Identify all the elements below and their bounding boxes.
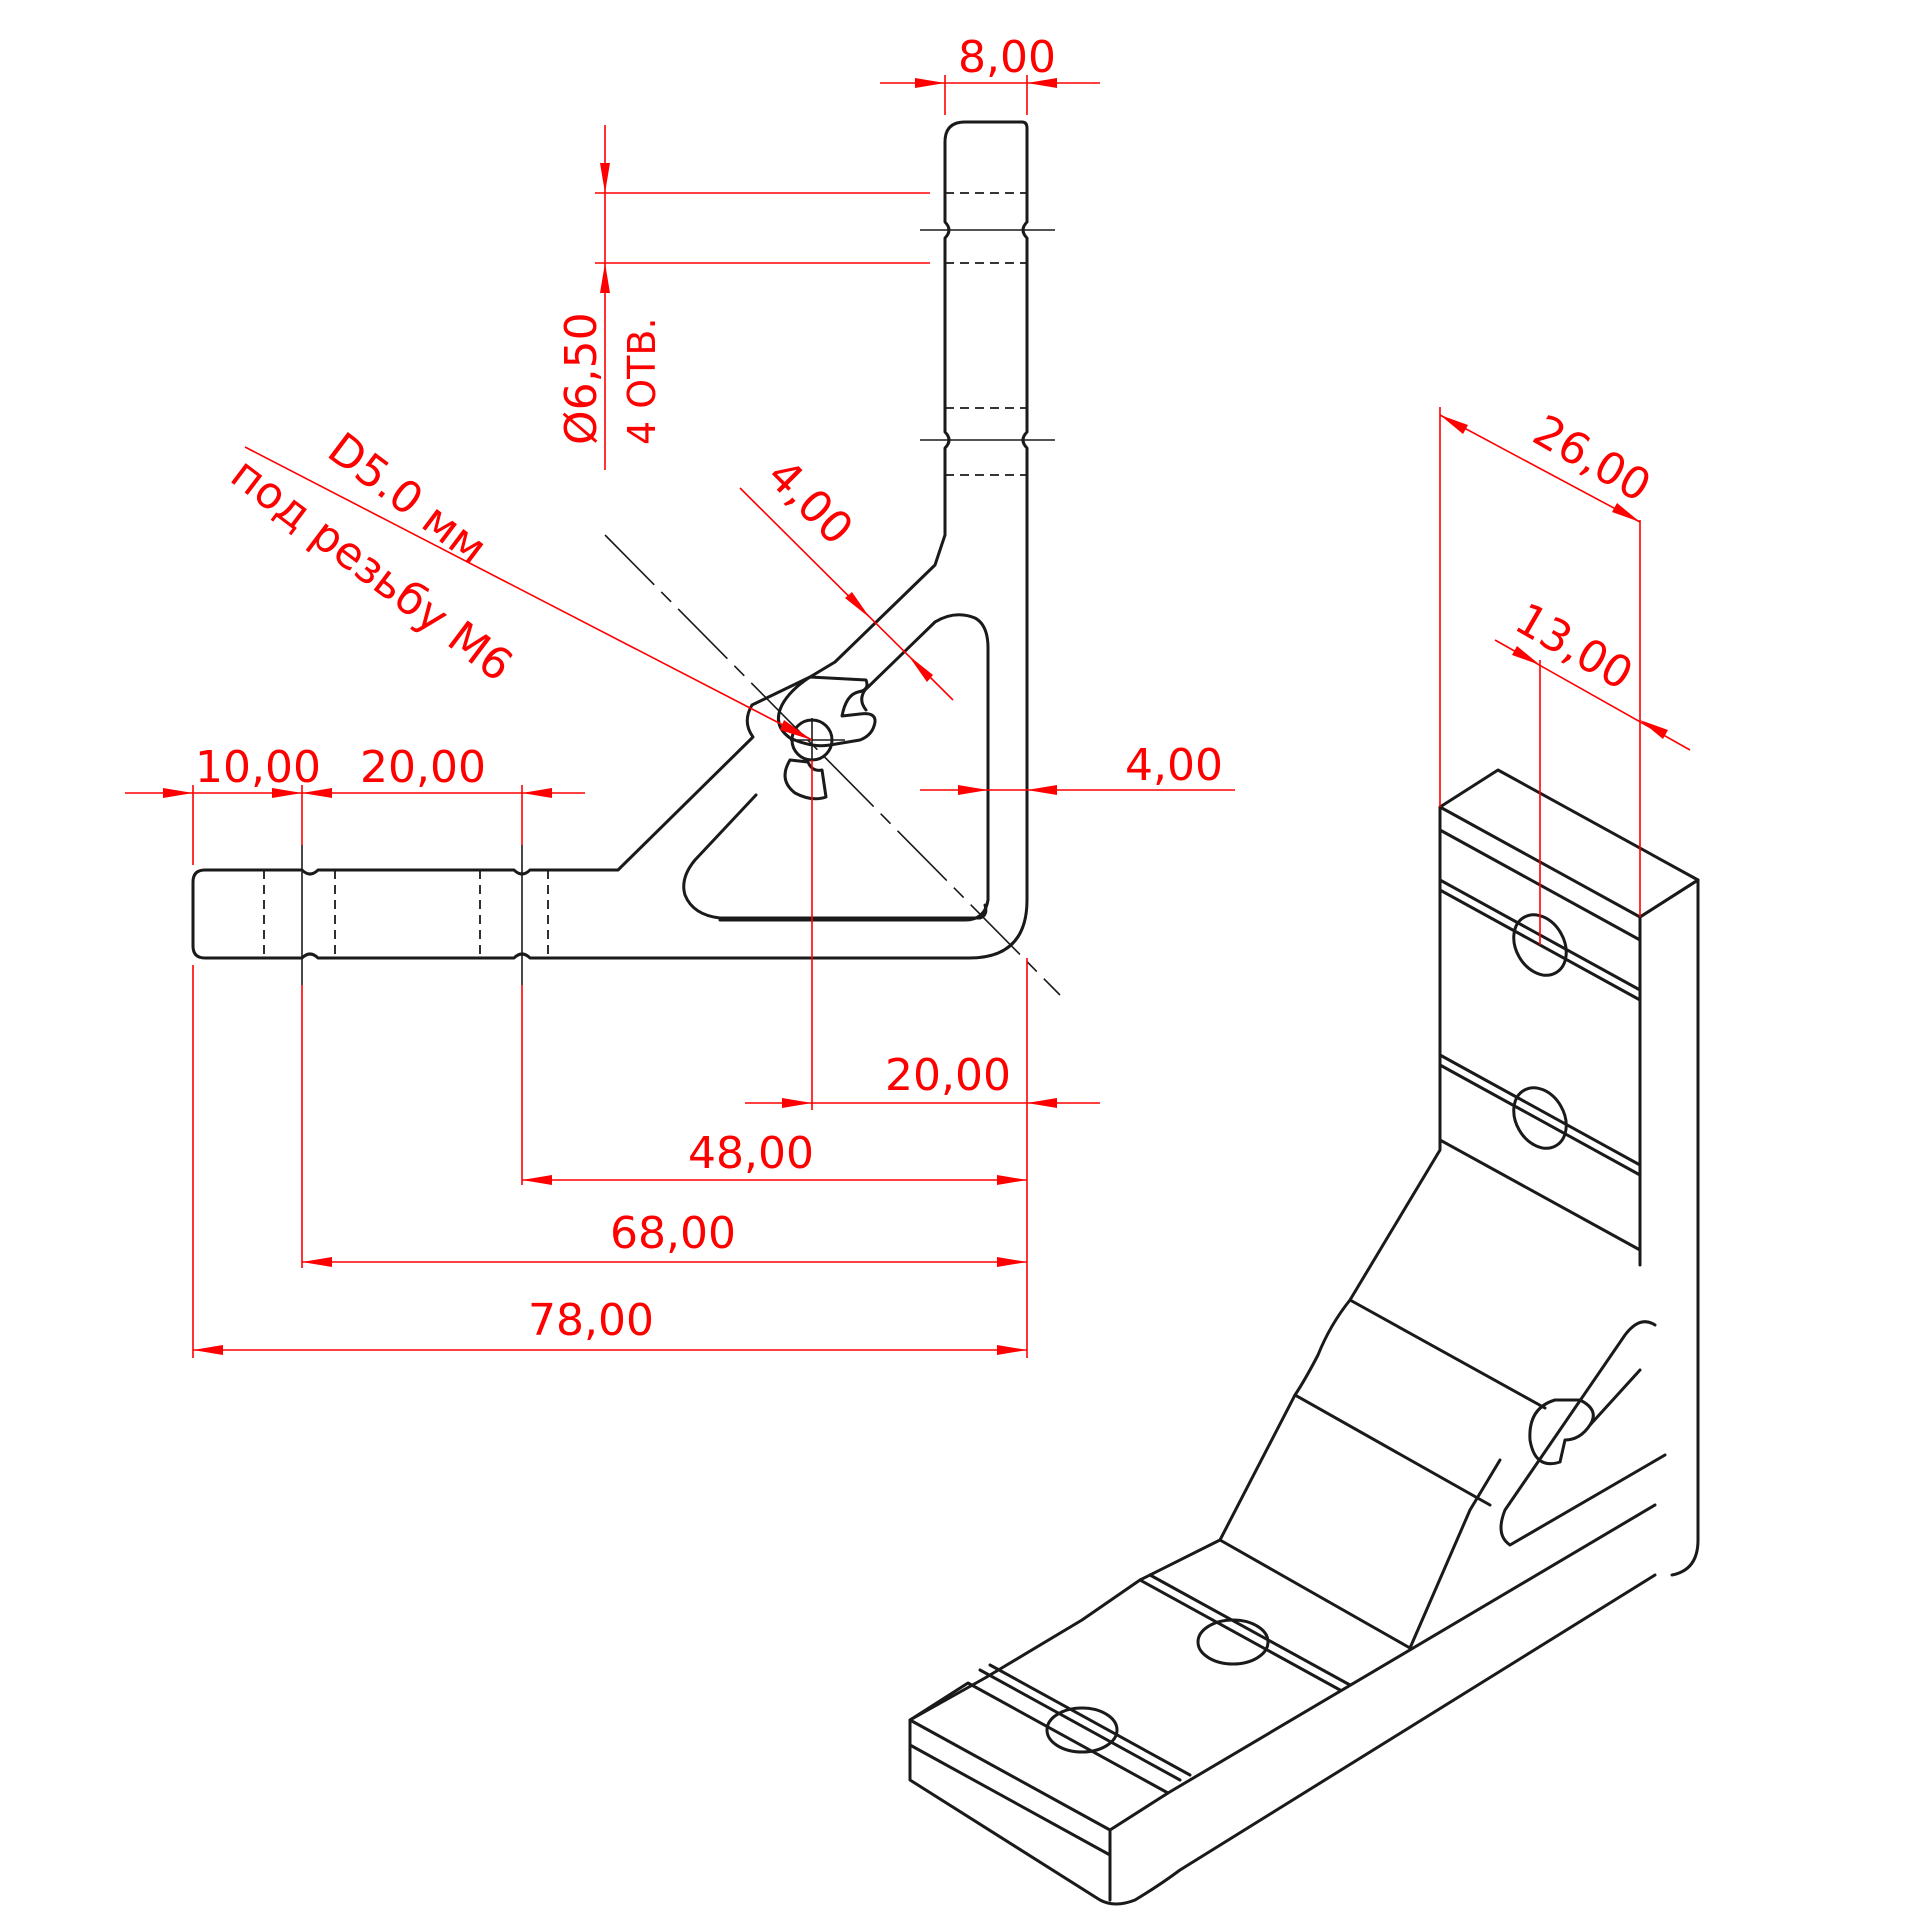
iso-dimensions: 26,00 13,00 [1439, 405, 1691, 945]
iso-vertical-face [1438, 768, 1700, 919]
iso-horizontal-top [908, 1681, 1170, 1832]
upper-pocket [718, 613, 990, 922]
iso-web [1408, 1368, 1642, 1650]
isometric-view [908, 768, 1700, 1906]
lower-pocket [682, 793, 988, 920]
center-line-diagonal [604, 534, 1061, 996]
iso-hole [1196, 1618, 1270, 1666]
dim-20-top: 20,00 [360, 742, 486, 793]
upper-pocket-inner [860, 620, 937, 712]
dim-hole-diameter: Ø6,50 [556, 312, 607, 445]
iso-vertical-side [1638, 878, 1700, 1577]
dim-holes-count: 4 ОТВ. [620, 317, 664, 445]
iso-bore [1528, 1398, 1595, 1466]
iso-vertical-edge [1438, 828, 1700, 942]
iso-hole [1512, 1086, 1568, 1150]
iso-groove [1438, 1053, 1642, 1177]
dim-10: 10,00 [195, 742, 321, 793]
front-dimensions: 8,00 Ø6,50 4 ОТВ. D5.0 мм под резьбу М6 … [125, 32, 1235, 1358]
iso-vertical-front [908, 805, 1657, 1906]
iso-groove [1138, 1573, 1352, 1692]
iso-groove [1218, 1538, 1412, 1650]
dim-8: 8,00 [958, 32, 1056, 83]
iso-pocket [1499, 1320, 1667, 1547]
dim-4-right: 4,00 [1125, 740, 1223, 791]
dim-68: 68,00 [610, 1208, 736, 1259]
bore-slot-bottom [783, 758, 828, 801]
dim-48: 48,00 [688, 1128, 814, 1179]
iso-groove [978, 1663, 1192, 1782]
dim-20-bottom: 20,00 [885, 1050, 1011, 1101]
dim-78: 78,00 [528, 1295, 654, 1346]
iso-hole [1045, 1706, 1119, 1754]
iso-horizontal-edge [1108, 1503, 1657, 1902]
iso-horizontal-front [908, 1718, 1112, 1857]
dim-4-diag: 4,00 [757, 450, 862, 555]
iso-hole [1512, 913, 1568, 977]
iso-groove [1293, 1138, 1642, 1507]
front-view [191, 120, 1061, 996]
